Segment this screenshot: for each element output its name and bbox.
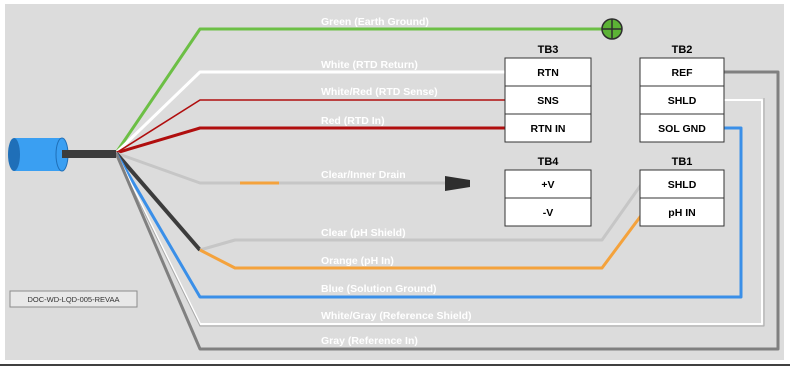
tb4-terminal-plus-v: +V [541,179,554,191]
label-green: Green (Earth Ground) [321,16,429,28]
terminal-block-tb3: TB3 RTN SNS RTN IN [504,44,592,143]
cable-icon [8,137,116,172]
tb1-terminal-shld: SHLD [668,179,697,191]
terminal-block-tb4: TB4 +V -V [504,156,592,227]
tb3-terminal-sns: SNS [537,95,559,107]
wire-white-gray [115,99,763,325]
label-white-gray: White/Gray (Reference Shield) [321,310,472,322]
label-clear-ph: Clear (pH Shield) [321,227,406,239]
terminal-block-tb1: TB1 SHLD pH IN [639,156,725,227]
tb2-terminal-shld: SHLD [668,95,697,107]
label-orange: Orange (pH In) [321,255,394,267]
wire-dark-lead [114,151,202,252]
earth-ground-icon [601,18,623,40]
tb2-title: TB2 [672,44,693,56]
tb4-terminal-minus-v: -V [543,207,554,219]
tb2-terminal-ref: REF [672,67,694,79]
label-white: White (RTD Return) [321,59,418,71]
tb3-terminal-rtn-in: RTN IN [531,123,566,135]
drain-terminal-icon [445,176,470,191]
tb3-terminal-rtn: RTN [537,67,559,79]
wire-green [114,27,610,154]
label-clear-inner: Clear/Inner Drain [321,169,406,181]
doc-number-box: DOC-WD-LQD-005-REVAA [9,290,138,308]
wire-clear-ph [199,181,645,252]
wire-white-gray-shadow [115,98,765,327]
label-blue: Blue (Solution Ground) [321,283,436,295]
tb4-title: TB4 [538,156,560,168]
wire-white-red [115,99,505,154]
label-red: Red (RTD In) [321,115,385,127]
label-gray: Gray (Reference In) [321,335,418,347]
wire-gray [114,70,780,351]
tb1-terminal-ph-in: pH IN [668,207,695,219]
label-white-red: White/Red (RTD Sense) [321,86,438,98]
tb3-title: TB3 [538,44,559,56]
wire-white [114,70,505,155]
tb1-title: TB1 [672,156,693,168]
terminal-block-tb2: TB2 REF SHLD SOL GND [639,44,725,143]
doc-number: DOC-WD-LQD-005-REVAA [28,295,120,304]
wire-orange [199,212,645,270]
tb2-terminal-sol-gnd: SOL GND [658,123,706,135]
wire-red [115,126,505,155]
wire-blue [114,126,743,299]
wire-clear-inner-drain [115,151,445,185]
